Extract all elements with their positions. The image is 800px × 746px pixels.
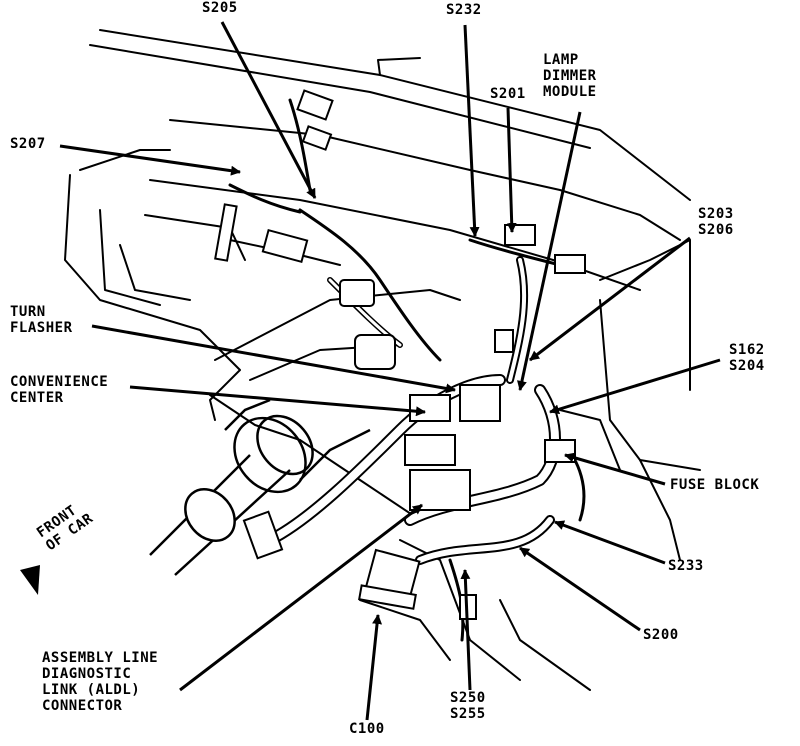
label-line: DIMMER: [543, 68, 597, 84]
label-line: S255: [450, 706, 486, 722]
label-s203-s206: S203 S206: [698, 206, 734, 238]
label-s233: S233: [668, 558, 704, 574]
label-c100: C100: [349, 721, 385, 737]
label-line: S162: [729, 342, 765, 358]
label-line: FLASHER: [10, 320, 73, 336]
label-line: S203: [698, 206, 734, 222]
label-convenience-center: CONVENIENCE CENTER: [10, 374, 108, 406]
label-line: CONNECTOR: [42, 698, 123, 714]
label-lamp-dimmer-module: LAMP DIMMER MODULE: [543, 52, 597, 100]
label-s250-s255: S250 S255: [450, 690, 486, 722]
label-fuse-block: FUSE BLOCK: [670, 477, 760, 493]
label-line: S206: [698, 222, 734, 238]
label-line: LINK (ALDL): [42, 682, 141, 698]
label-s205: S205: [202, 0, 238, 16]
front-of-car-arrow: [20, 565, 40, 595]
label-s232: S232: [446, 2, 482, 18]
label-line: S250: [450, 690, 486, 706]
label-line: MODULE: [543, 84, 597, 100]
label-line: S204: [729, 358, 765, 374]
label-s162-s204: S162 S204: [729, 342, 765, 374]
label-s201: S201: [490, 86, 526, 102]
label-aldl-connector: ASSEMBLY LINE DIAGNOSTIC LINK (ALDL) CON…: [42, 650, 158, 714]
label-line: CONVENIENCE: [10, 374, 109, 390]
leader-arrows: [59, 21, 721, 721]
label-line: DIAGNOSTIC: [42, 666, 132, 682]
label-line: ASSEMBLY LINE: [42, 650, 159, 666]
label-line: TURN: [10, 304, 46, 320]
label-line: CENTER: [10, 390, 64, 406]
steering-column: [149, 398, 371, 576]
label-turn-flasher: TURN FLASHER: [10, 304, 73, 336]
label-s200: S200: [643, 627, 679, 643]
label-line: LAMP: [543, 52, 579, 68]
label-s207: S207: [10, 136, 46, 152]
